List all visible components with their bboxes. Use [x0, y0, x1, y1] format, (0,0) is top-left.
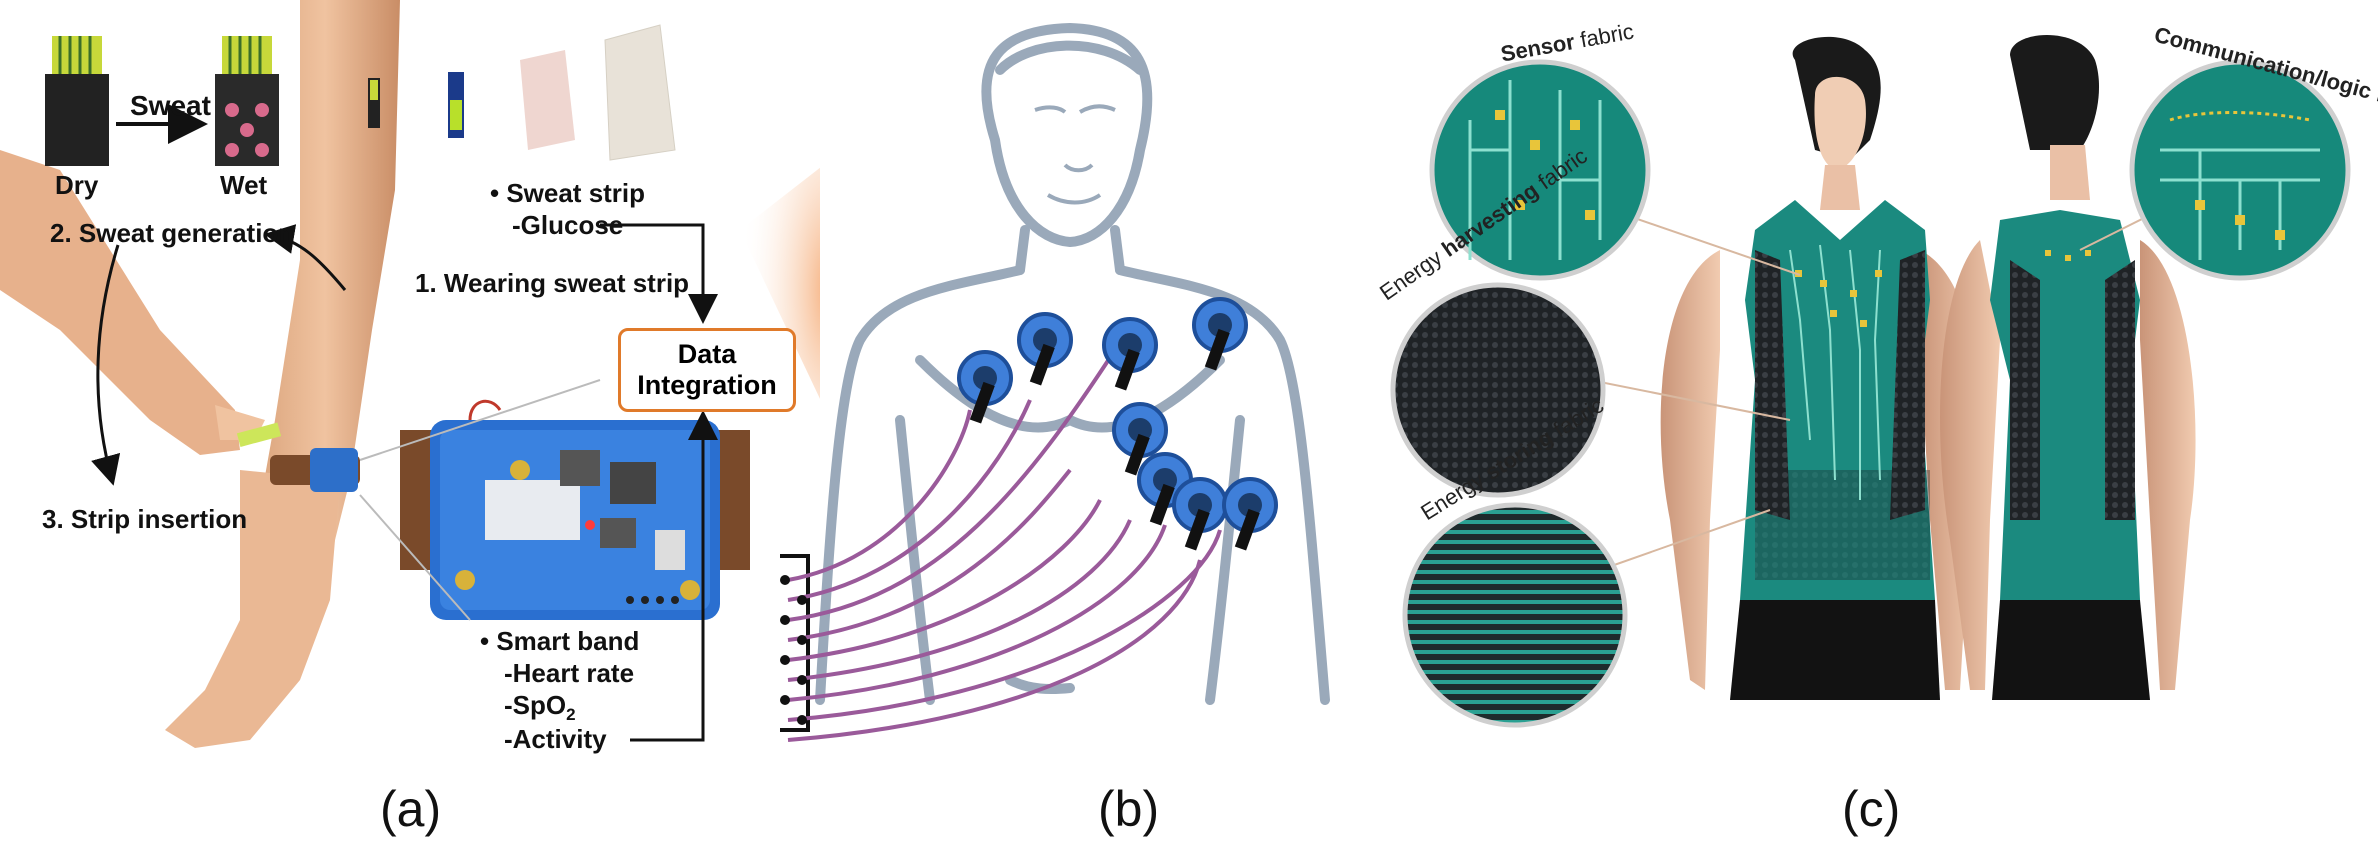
wrist-band-module — [310, 448, 358, 492]
inserted-strip — [236, 422, 282, 447]
electrode — [1017, 312, 1073, 386]
step2-arrow — [91, 244, 121, 486]
smart-band-heart-rate: -Heart rate — [504, 658, 635, 688]
wet-strip — [215, 36, 279, 166]
panel-c-illustration — [1390, 35, 2351, 728]
caption-b: (b) — [1098, 781, 1160, 837]
data-integration-line1: Data — [677, 339, 737, 369]
panel-c: Sensor fabric Communication/logic fabric… — [1360, 0, 2378, 859]
sweat-strip-glucose: -Glucose — [512, 210, 624, 240]
electrode — [1112, 402, 1168, 476]
sweat-strip-title: • Sweat strip — [490, 178, 646, 208]
electrode — [1192, 297, 1248, 371]
hand — [165, 470, 340, 748]
electrode — [957, 350, 1013, 424]
activity-arrow — [630, 410, 718, 742]
smart-band-activity: -Activity — [504, 724, 607, 754]
strip-package — [604, 24, 676, 161]
communication-logic-fabric-swatch — [2129, 59, 2351, 281]
panel-b-illustration — [780, 23, 1330, 742]
wet-label: Wet — [220, 170, 268, 200]
body-outline — [815, 23, 1330, 705]
panel-b: (b) — [780, 0, 1360, 859]
mannequin-back — [1940, 35, 2196, 700]
step-3-label: 3. Strip insertion — [42, 504, 248, 534]
smart-band-board — [400, 399, 750, 620]
electrode — [1102, 317, 1158, 391]
dry-strip — [45, 36, 109, 166]
electrodes — [957, 297, 1278, 551]
caption-a: (a) — [380, 781, 442, 837]
left-arm — [0, 150, 240, 455]
sweat-label: Sweat — [130, 90, 211, 121]
electrode-wires — [787, 348, 1222, 742]
data-integration-box: Data Integration — [618, 328, 796, 412]
data-integration-line2: Integration — [637, 370, 777, 400]
panel-a: Dry Sweat Wet 2. Sweat generation 1. Wea… — [0, 0, 820, 859]
step-2-label: 2. Sweat generation — [50, 218, 295, 248]
caption-c: (c) — [1842, 781, 1901, 837]
energy-harvesting-fabric-swatch — [1390, 282, 1606, 498]
panel-a-illustration — [0, 0, 820, 748]
dry-label: Dry — [55, 170, 99, 200]
smart-band-title: • Smart band — [480, 626, 640, 656]
step1-arrow — [264, 224, 347, 291]
step-1-label: 1. Wearing sweat strip — [415, 268, 690, 298]
adhesive-patch — [520, 50, 575, 150]
electrode — [1172, 477, 1228, 551]
electrode — [1222, 477, 1278, 551]
highlight-glow — [740, 167, 820, 399]
energy-storing-fabric-swatch — [1402, 502, 1628, 728]
glucose-arrow — [600, 223, 718, 324]
sensor-fabric-swatch — [1429, 59, 1651, 281]
electrode-connector — [780, 554, 810, 732]
mannequin-front — [1660, 36, 1980, 700]
smart-band-spo2: -SpO2 — [504, 690, 576, 725]
forearm — [250, 0, 400, 560]
electrode — [1137, 452, 1193, 526]
